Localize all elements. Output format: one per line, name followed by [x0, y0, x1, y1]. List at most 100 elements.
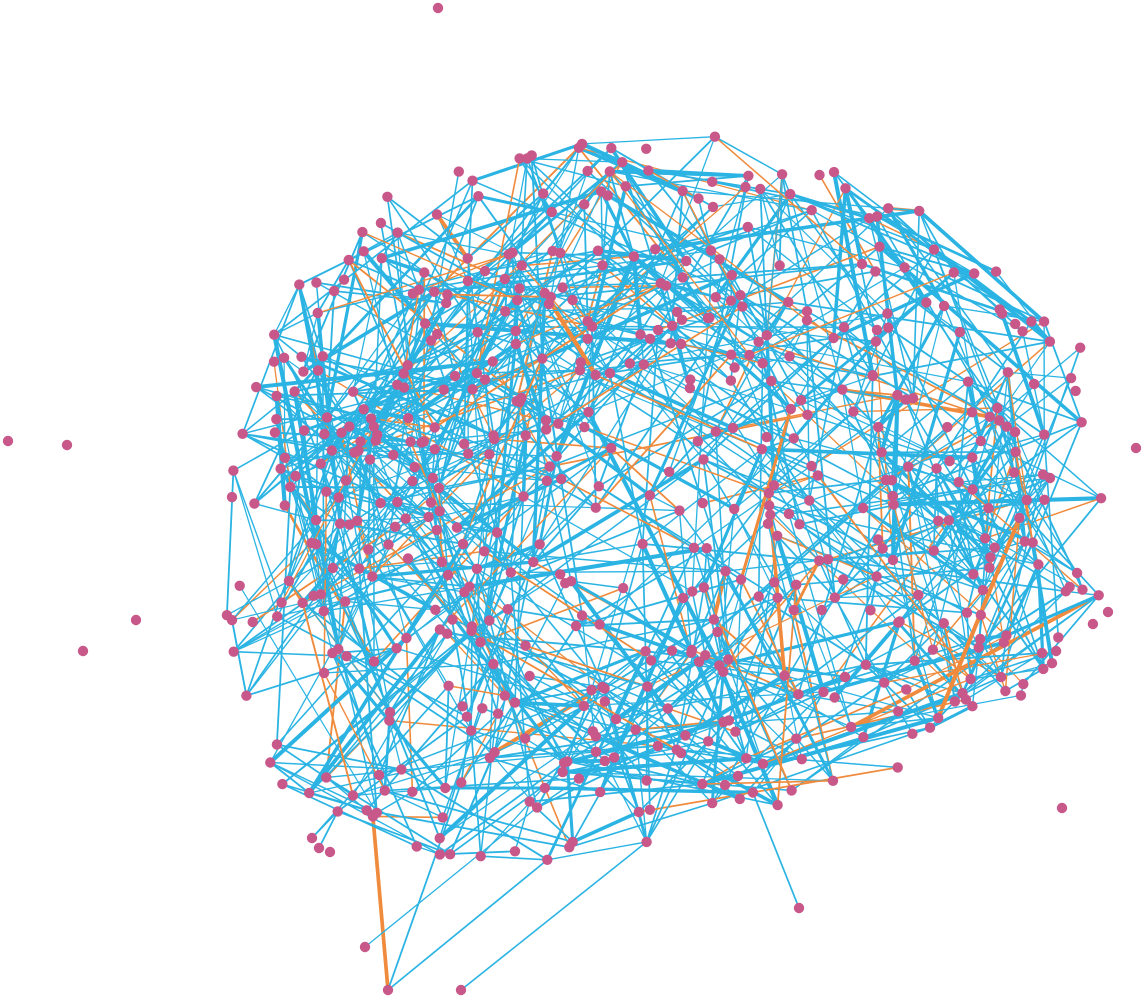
edge [561, 135, 716, 289]
edge [446, 293, 552, 298]
edge [470, 625, 473, 732]
node [438, 384, 449, 395]
edge [993, 546, 1067, 593]
node [938, 300, 950, 312]
node [1015, 690, 1027, 701]
node [528, 556, 539, 568]
node [602, 190, 613, 201]
node [727, 422, 739, 434]
node [297, 597, 308, 609]
node [226, 491, 238, 503]
edge [783, 674, 939, 719]
node [1009, 426, 1021, 438]
node [665, 338, 676, 349]
node [814, 169, 825, 181]
node [462, 253, 473, 264]
edge [562, 771, 834, 782]
edge [644, 650, 846, 678]
edge [834, 594, 919, 599]
edge [488, 458, 705, 622]
edge [365, 809, 571, 849]
edge [560, 478, 695, 549]
node [763, 487, 774, 499]
edge [387, 781, 463, 991]
node [442, 289, 453, 300]
node [461, 711, 473, 722]
edge [357, 449, 390, 546]
node [432, 2, 444, 14]
node [382, 191, 393, 202]
edge [276, 561, 443, 746]
edge [544, 170, 589, 294]
edge [418, 282, 662, 291]
edge [531, 291, 547, 564]
edge [339, 522, 464, 545]
node [962, 376, 974, 387]
edge [352, 390, 563, 480]
node [333, 492, 344, 503]
edge [352, 751, 496, 797]
edge [439, 495, 525, 631]
edge [438, 487, 606, 690]
edge [792, 559, 821, 612]
edge [273, 283, 300, 336]
edge [378, 628, 441, 776]
node [355, 436, 366, 447]
edge [969, 668, 1045, 680]
node [710, 426, 721, 437]
node [994, 415, 1005, 426]
node [909, 655, 920, 666]
edge [298, 195, 480, 286]
node [860, 659, 871, 670]
edge [722, 670, 748, 760]
node [726, 269, 737, 281]
node [457, 701, 468, 712]
edge [488, 625, 577, 759]
edge [987, 498, 1046, 510]
edge [583, 203, 589, 323]
node [228, 465, 239, 476]
node [1075, 342, 1086, 353]
node [384, 707, 396, 718]
edge [241, 432, 360, 452]
edge [550, 209, 813, 298]
node [769, 577, 780, 588]
node [737, 301, 748, 312]
edge [337, 543, 390, 650]
edge [348, 425, 563, 480]
node [294, 279, 305, 290]
edge [570, 580, 693, 654]
edge [650, 618, 715, 662]
edge [595, 721, 725, 753]
node [540, 415, 552, 426]
node [520, 430, 531, 441]
edge [831, 271, 976, 340]
edge [488, 719, 730, 759]
edge [948, 519, 972, 680]
node [1039, 429, 1050, 440]
node [788, 604, 799, 616]
node [539, 782, 550, 794]
node [221, 610, 233, 621]
node [317, 351, 328, 362]
edge [433, 290, 456, 377]
node [676, 314, 688, 325]
edge [761, 448, 996, 549]
node [279, 452, 291, 463]
edge [967, 380, 1102, 499]
edge [759, 188, 768, 337]
edge [496, 447, 612, 534]
node [269, 427, 281, 438]
edge [730, 193, 792, 276]
edge [806, 310, 1001, 422]
edge [594, 374, 763, 451]
node [547, 245, 558, 257]
edge [587, 363, 645, 413]
edge [715, 296, 883, 453]
node [338, 274, 350, 285]
edge [273, 361, 291, 488]
node [299, 425, 310, 436]
node [985, 552, 996, 563]
edge [648, 494, 693, 654]
